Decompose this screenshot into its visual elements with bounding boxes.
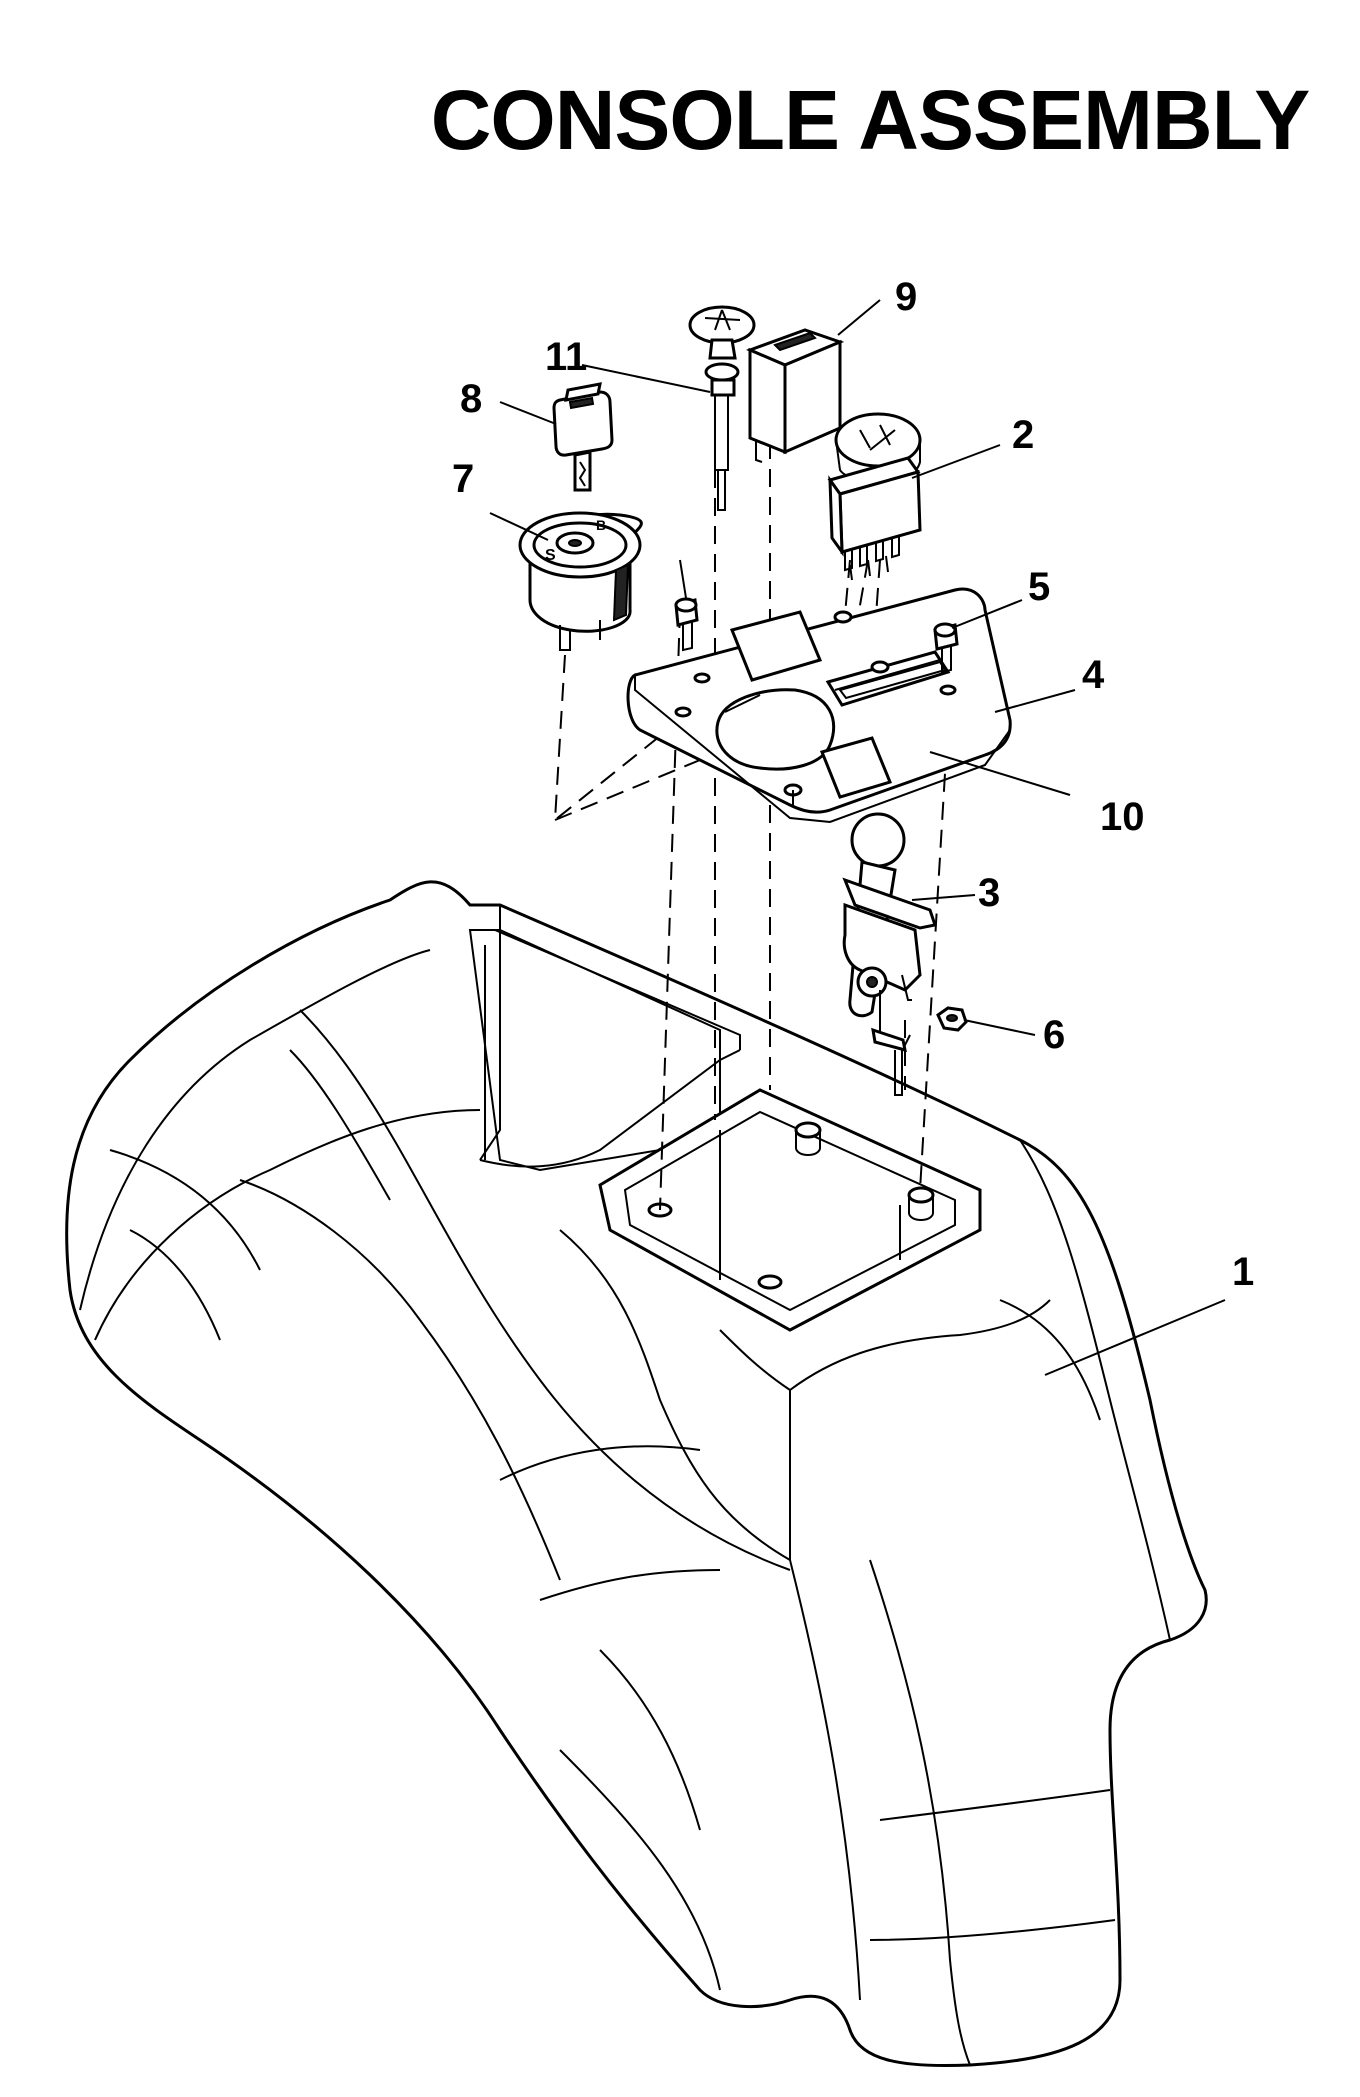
page-title: CONSOLE ASSEMBLY bbox=[430, 73, 1311, 167]
callout-11: 11 bbox=[545, 335, 587, 379]
mounting-plate bbox=[626, 587, 1012, 824]
callout-10: 10 bbox=[1100, 795, 1145, 839]
callout-4: 4 bbox=[1082, 653, 1105, 697]
choke-control bbox=[688, 305, 756, 511]
callout-1: 1 bbox=[1232, 1250, 1254, 1294]
callout-3: 3 bbox=[978, 871, 1000, 915]
console-housing bbox=[65, 880, 1208, 2068]
ignition-switch: S B bbox=[518, 511, 643, 651]
callout-5: 5 bbox=[1028, 565, 1050, 609]
throttle-control bbox=[842, 812, 937, 1096]
callout-6: 6 bbox=[1043, 1013, 1065, 1057]
svg-text:S: S bbox=[545, 547, 556, 564]
callout-8: 8 bbox=[460, 377, 482, 421]
ignition-key bbox=[552, 382, 614, 492]
callout-2: 2 bbox=[1012, 413, 1034, 457]
screw-right bbox=[933, 622, 959, 674]
callout-7: 7 bbox=[452, 457, 474, 501]
lock-nut bbox=[936, 1006, 968, 1032]
svg-text:B: B bbox=[596, 517, 606, 533]
screw-left bbox=[674, 597, 699, 652]
guide-plate bbox=[838, 660, 947, 700]
pto-switch bbox=[827, 412, 922, 581]
callouts: 1 2 3 4 5 6 7 8 9 10 11 bbox=[452, 275, 1254, 1376]
callout-9: 9 bbox=[895, 275, 917, 319]
hour-meter bbox=[745, 328, 845, 463]
